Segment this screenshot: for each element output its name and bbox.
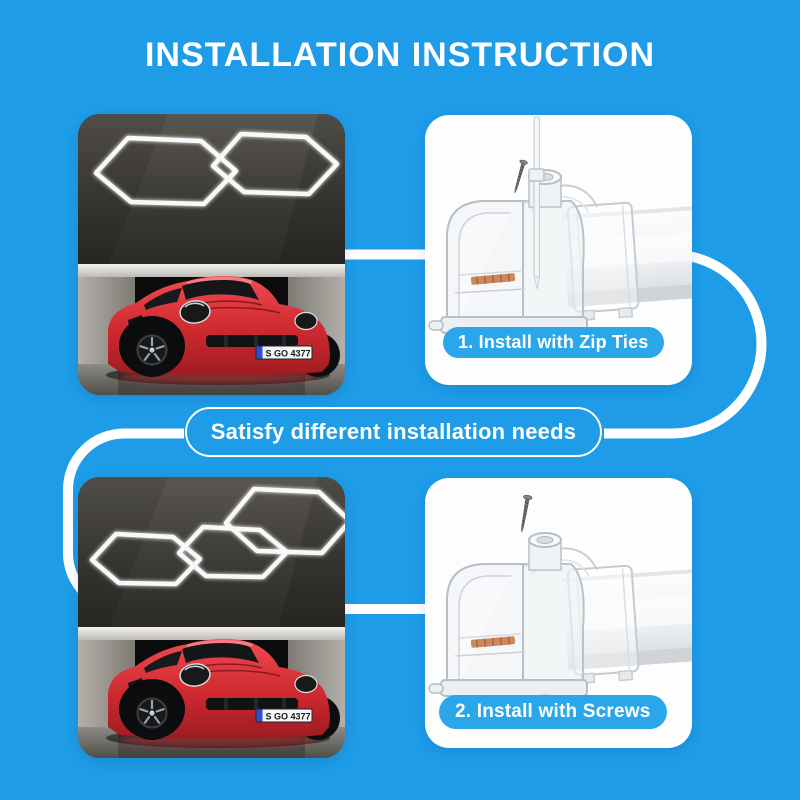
hexagon-light-icon xyxy=(93,131,340,207)
zip-tie-install-illustration xyxy=(428,116,692,347)
step-1-pill: 1. Install with Zip Ties xyxy=(443,327,664,358)
zip-tie-icon xyxy=(528,116,545,290)
screw-icon xyxy=(510,158,529,195)
car-garage-illustration-top xyxy=(78,114,345,395)
car-garage-illustration-bottom xyxy=(78,477,345,758)
banner-pill: Satisfy different installation needs xyxy=(185,407,602,457)
page-title: INSTALLATION INSTRUCTION xyxy=(144,36,656,74)
screw-icon xyxy=(516,494,533,534)
product-photo-zip-tie: 1. Install with Zip Ties xyxy=(425,115,692,385)
garage-photo-bottom xyxy=(78,477,345,758)
hexagon-light-icon xyxy=(89,486,345,587)
product-photo-screw: 2. Install with Screws xyxy=(425,478,692,748)
step-2-pill: 2. Install with Screws xyxy=(439,695,667,729)
garage-photo-top xyxy=(78,114,345,395)
